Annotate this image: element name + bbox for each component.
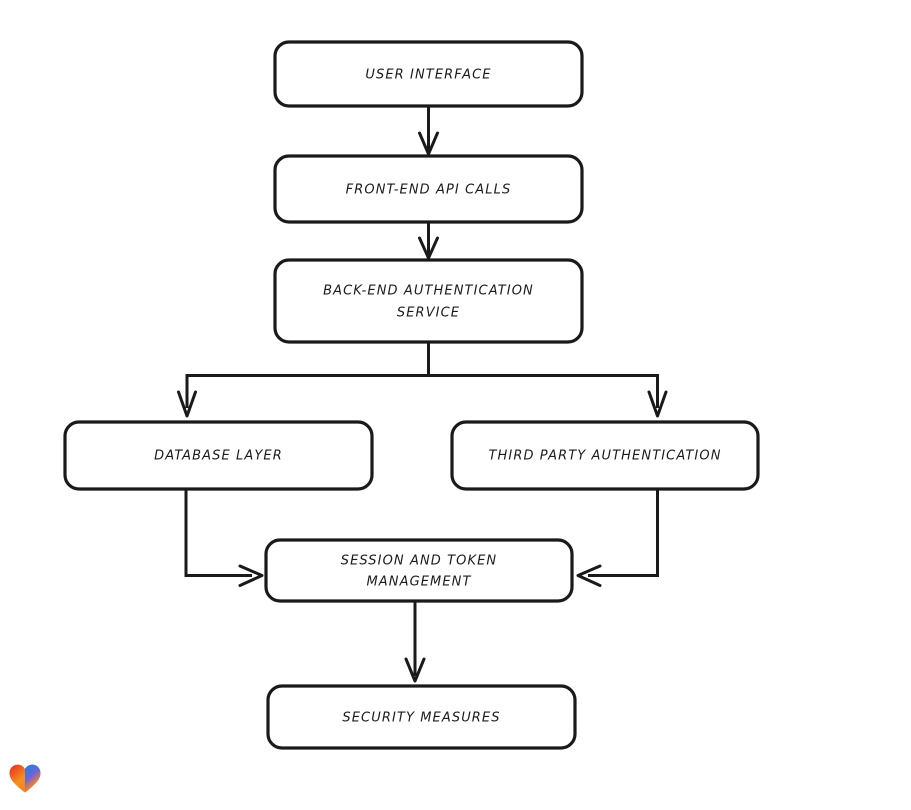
node-database-layer-label: DATABASE LAYER [154, 449, 283, 464]
node-third-party-authentication-label: THIRD PARTY AUTHENTICATION [488, 449, 721, 464]
node-database-layer[interactable]: DATABASE LAYER [63, 420, 374, 491]
node-user-interface-shape [273, 40, 584, 108]
node-session-and-token-management-shape [264, 538, 574, 603]
node-back-end-authentication-service[interactable]: BACK-END AUTHENTICATION SERVICE [273, 258, 584, 344]
node-security-measures[interactable]: SECURITY MEASURES [266, 684, 577, 750]
edge-api-to-backend [418, 222, 439, 260]
node-user-interface[interactable]: USER INTERFACE [273, 40, 584, 108]
heart-icon [9, 764, 41, 793]
node-front-end-api-calls[interactable]: FRONT-END API CALLS [273, 154, 584, 224]
node-front-end-api-calls-label: FRONT-END API CALLS [346, 183, 512, 198]
nodes-layer: USER INTERFACE FRONT-END API CALLS BACK-… [63, 40, 760, 750]
edge-backend-to-thirdparty [428, 374, 668, 418]
node-back-end-authentication-service-label-line2: SERVICE [397, 306, 460, 321]
heart-icon-right-half [25, 764, 41, 793]
node-back-end-authentication-service-label-line1: BACK-END AUTHENTICATION [323, 284, 534, 299]
edge-database-to-session [184, 489, 264, 587]
node-back-end-authentication-service-shape [273, 258, 584, 344]
node-user-interface-label: USER INTERFACE [365, 68, 491, 83]
node-session-and-token-management-label-line2: MANAGEMENT [366, 575, 471, 590]
node-security-measures-label: SECURITY MEASURES [342, 711, 500, 726]
node-session-and-token-management[interactable]: SESSION AND TOKEN MANAGEMENT [264, 538, 574, 603]
edges-layer [177, 106, 668, 683]
edge-backend-to-database [177, 374, 429, 418]
edge-thirdparty-to-session [576, 489, 659, 587]
node-session-and-token-management-label-line1: SESSION AND TOKEN [341, 554, 498, 569]
node-front-end-api-calls-shape [273, 154, 584, 224]
node-third-party-authentication[interactable]: THIRD PARTY AUTHENTICATION [450, 420, 760, 491]
node-database-layer-shape [63, 420, 374, 491]
node-security-measures-shape [266, 684, 577, 750]
edge-ui-to-api [418, 106, 439, 156]
edge-session-to-security [404, 601, 426, 683]
node-third-party-authentication-shape [450, 420, 760, 491]
